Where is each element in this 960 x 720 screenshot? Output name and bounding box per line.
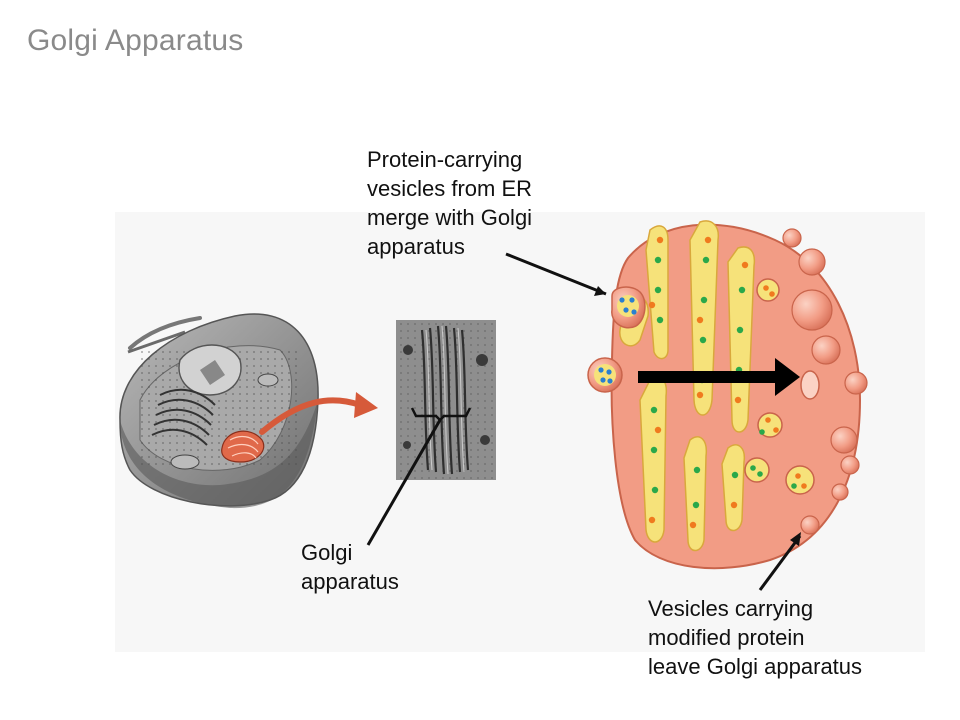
label-line: modified protein [648, 625, 805, 650]
golgi-micrograph [396, 320, 496, 480]
label-line: vesicles from ER [367, 176, 533, 201]
outgoing-leader-line [758, 535, 802, 591]
transport-direction-arrow [638, 358, 800, 396]
label-line: Golgi [301, 540, 353, 565]
incoming-leader-arrowhead [594, 286, 606, 296]
label-line: apparatus [301, 569, 399, 594]
label-line: merge with Golgi [367, 205, 533, 230]
label-line: leave Golgi apparatus [648, 654, 863, 679]
label-line: Protein-carrying [367, 147, 523, 172]
label-line: Vesicles carrying [648, 596, 814, 621]
outgoing-leader-arrowhead [790, 532, 801, 546]
label-outgoing-vesicles: Vesicles carrying modified protein leave… [648, 594, 862, 681]
transfer-arrowhead [354, 392, 378, 418]
label-incoming-vesicles: Protein-carrying vesicles from ER merge … [367, 145, 532, 261]
label-line: apparatus [367, 234, 465, 259]
cell-golgi-highlight [221, 430, 265, 463]
golgi-cross-section [610, 220, 862, 570]
er-vesicles [587, 286, 646, 393]
page-title: Golgi Apparatus [27, 24, 244, 57]
outgoing-vesicles [782, 228, 868, 535]
animal-cell-illustration [119, 313, 319, 509]
incoming-leader-line [505, 252, 607, 296]
transfer-arrow [259, 397, 363, 435]
golgi-leader-line [366, 419, 442, 546]
label-golgi-apparatus: Golgi apparatus [301, 538, 399, 596]
